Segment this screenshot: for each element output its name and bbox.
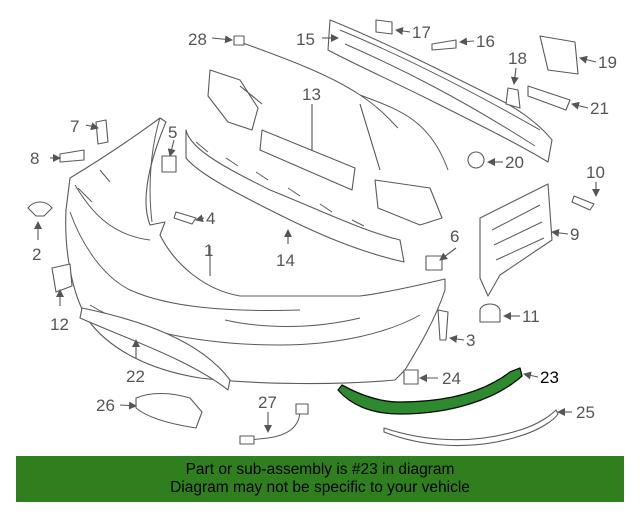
callout-16: 16 — [476, 32, 495, 51]
callout-24: 24 — [442, 369, 461, 388]
callout-8: 8 — [30, 149, 39, 168]
callout-18: 18 — [508, 49, 527, 68]
callout-19: 19 — [598, 53, 617, 72]
side-bracket-part — [479, 183, 553, 297]
callout-25: 25 — [576, 403, 595, 422]
leader-lines — [34, 27, 600, 433]
callout-6: 6 — [450, 227, 459, 246]
callout-13: 13 — [302, 85, 321, 104]
callout-7: 7 — [70, 117, 79, 136]
callout-20: 20 — [505, 153, 524, 172]
bumper-cover-part — [65, 117, 446, 385]
callout-26: 26 — [96, 396, 115, 415]
callout-14: 14 — [276, 251, 295, 270]
callout-10: 10 — [586, 163, 605, 182]
callout-9: 9 — [570, 225, 579, 244]
callout-17: 17 — [412, 23, 431, 42]
callout-5: 5 — [168, 123, 177, 142]
callout-1: 1 — [204, 241, 213, 260]
small-parts — [27, 19, 595, 447]
highlighted-part-23 — [337, 367, 523, 415]
banner-line-2: Diagram may not be specific to your vehi… — [170, 479, 470, 496]
reinforcement-bar-part — [327, 19, 553, 163]
callout-12: 12 — [50, 315, 69, 334]
callout-21: 21 — [590, 99, 609, 118]
info-banner: Part or sub-assembly is #23 in diagram D… — [16, 456, 624, 502]
energy-absorber-part — [185, 129, 405, 263]
callout-27: 27 — [258, 393, 277, 412]
parts-diagram: 28 15 17 16 18 19 13 21 7 5 8 20 10 4 9 … — [27, 19, 617, 447]
bracket-13-part — [207, 69, 443, 226]
wiring-harness-part — [233, 35, 449, 171]
callout-22: 22 — [126, 367, 145, 386]
callout-labels: 28 15 17 16 18 19 13 21 7 5 8 20 10 4 9 … — [30, 23, 617, 422]
callout-2: 2 — [32, 245, 41, 264]
callout-23: 23 — [540, 368, 559, 387]
callout-11: 11 — [522, 307, 540, 326]
callout-28: 28 — [188, 30, 207, 49]
callout-4: 4 — [206, 209, 215, 228]
callout-15: 15 — [296, 30, 315, 49]
callout-3: 3 — [466, 331, 475, 350]
banner-line-1: Part or sub-assembly is #23 in diagram — [185, 461, 455, 478]
